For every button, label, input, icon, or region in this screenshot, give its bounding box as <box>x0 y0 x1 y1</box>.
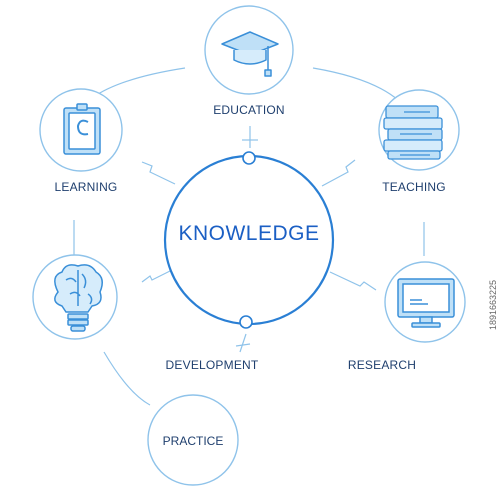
spokes <box>141 126 377 353</box>
notebook-icon <box>63 103 101 155</box>
center-top-node <box>242 151 256 165</box>
spoke-practice-cross <box>235 343 251 347</box>
books-stack-icon <box>383 105 443 160</box>
connector-education-learning <box>91 67 186 99</box>
center-bottom-node <box>239 315 253 329</box>
spoke-development <box>141 269 173 283</box>
spoke-teaching <box>321 159 356 187</box>
watermark-id: 1891663225 <box>488 279 498 330</box>
development-label: DEVELOPMENT <box>165 358 259 372</box>
spoke-research <box>329 271 377 291</box>
monitor-icon <box>397 278 455 328</box>
practice-label: PRACTICE <box>162 434 224 448</box>
connector-education-teaching <box>312 67 399 101</box>
practice-circle <box>147 394 239 486</box>
research-label: RESEARCH <box>347 358 417 372</box>
connector-development-practice <box>103 351 151 406</box>
brain-lightbulb-icon <box>54 264 103 332</box>
spoke-practice <box>239 333 247 353</box>
learning-label: LEARNING <box>54 180 118 194</box>
education-label: EDUCATION <box>213 103 285 117</box>
graduation-cap-icon <box>221 31 279 77</box>
teaching-label: TEACHING <box>382 180 446 194</box>
spoke-learning <box>141 161 176 185</box>
knowledge-label: KNOWLEDGE <box>178 222 320 245</box>
